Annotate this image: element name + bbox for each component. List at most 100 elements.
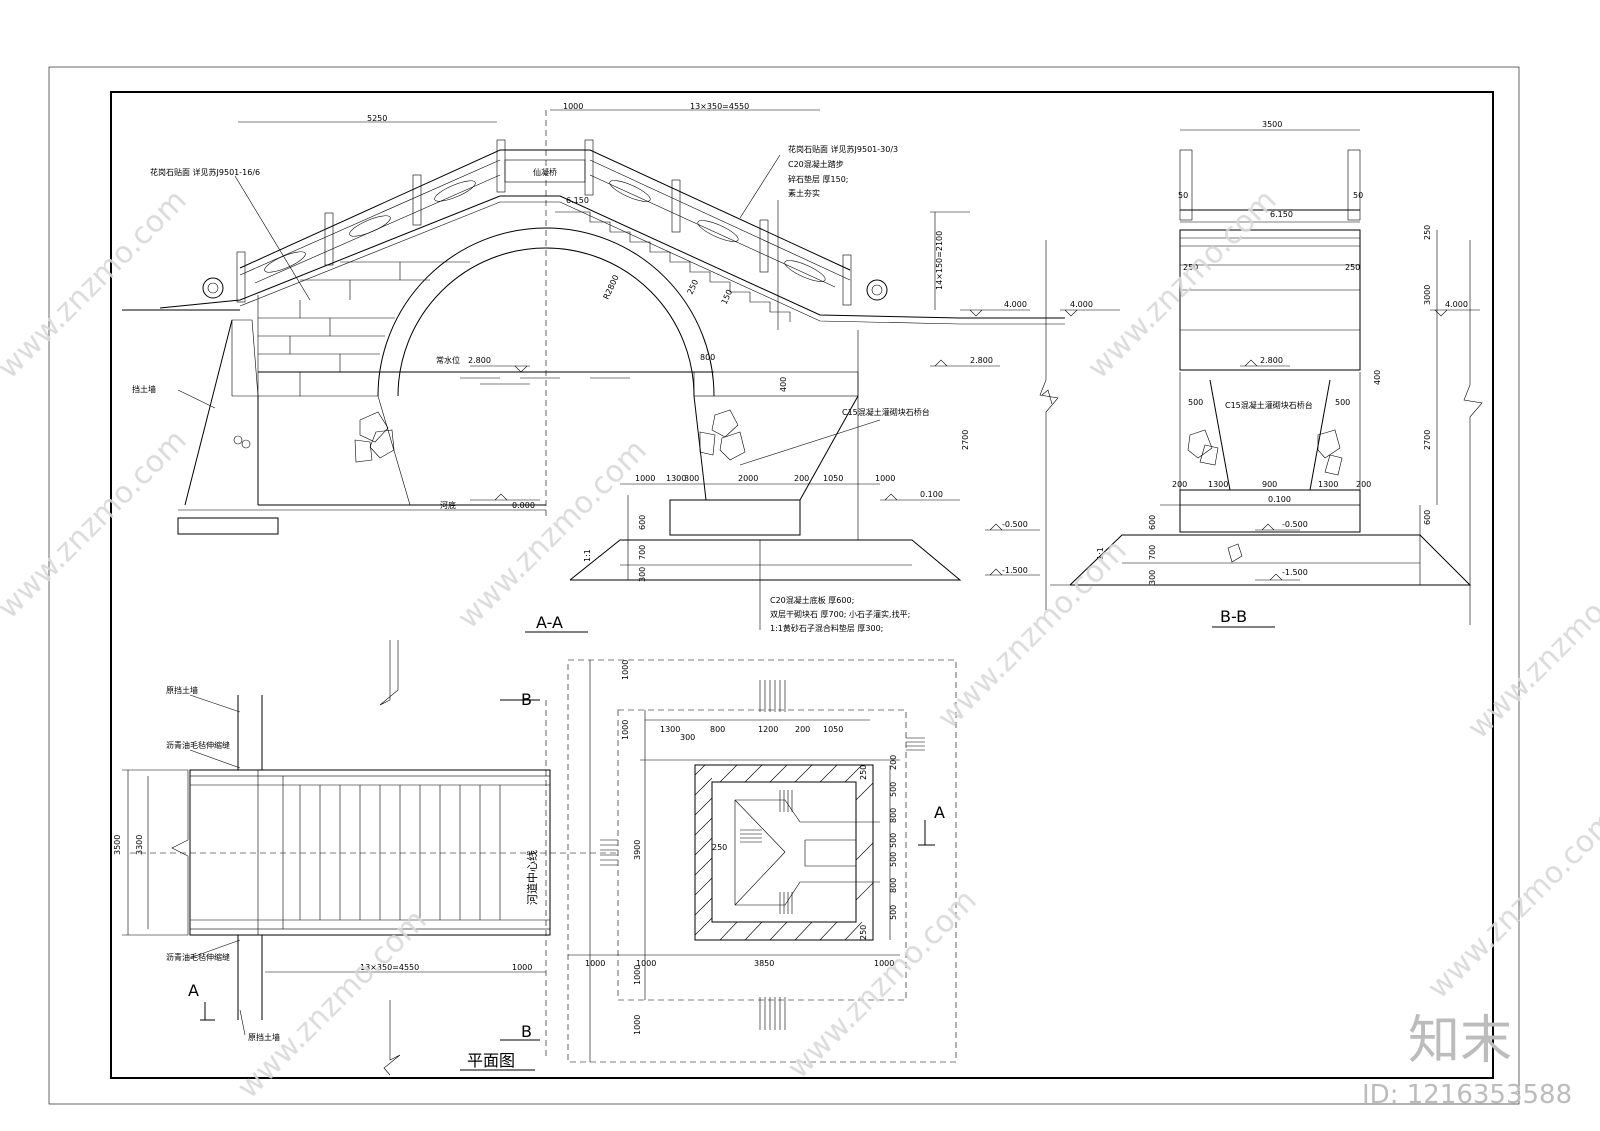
dim-slope: 1:1 <box>583 549 592 562</box>
dim-pr-200: 200 <box>795 725 810 734</box>
dim-bb-v700: 700 <box>1148 545 1157 560</box>
label-retaining-wall: 挡土墙 <box>132 384 156 394</box>
deck-profile <box>159 195 1065 319</box>
dim-bb-v300: 300 <box>1148 570 1157 585</box>
dim-pr-1050: 1050 <box>823 725 843 734</box>
dim-800: 800 <box>700 353 715 362</box>
label-railing-left: 花岗石贴面 详见苏J9501-16/6 <box>150 167 260 177</box>
elev-road: 4.000 <box>1004 300 1027 309</box>
dim-400: 400 <box>779 377 788 392</box>
section-aa-text: 5250 1000 13×350=4550 花岗石贴面 详见苏J9501-16/… <box>132 102 1028 633</box>
dim-bb-3000: 3000 <box>1423 285 1432 305</box>
elev-bb-minus05: -0.500 <box>1282 520 1308 529</box>
section-bb-text: 3500 6.150 50 50 250 250 250 3000 4.000 … <box>1070 120 1468 626</box>
bridge-name: 仙凝桥 <box>533 167 557 177</box>
watermark-site-9: www.znzmo.com <box>1461 543 1600 746</box>
dim-5250: 5250 <box>367 114 387 123</box>
dim-f200: 200 <box>794 474 809 483</box>
dim-bb-1300b: 1300 <box>1318 480 1338 489</box>
watermark-site-1: www.znzmo.com <box>0 183 194 386</box>
dim-plan-3300: 3300 <box>135 835 144 855</box>
dim-bb-v600b: 600 <box>1423 510 1432 525</box>
elev-water: 2.800 <box>468 356 491 365</box>
elev-bb-minus15: -1.500 <box>1282 568 1308 577</box>
elev-minus15: -1.500 <box>1002 566 1028 575</box>
dim-pr-v1000c: 1000 <box>633 965 642 985</box>
dim-pr-800a: 800 <box>889 808 898 823</box>
dim-bb-500b: 500 <box>1335 398 1350 407</box>
elev-minus05: -0.500 <box>1002 520 1028 529</box>
elev-bb-road-l: 4.000 <box>1070 300 1093 309</box>
dim-bb-200b: 200 <box>1356 480 1371 489</box>
label-rubble: 双层干砌块石 厚700; 小石子灌实,找平; <box>770 609 910 619</box>
dim-pr-200r: 200 <box>889 755 898 770</box>
watermark-site-4: www.znzmo.com <box>1081 183 1284 386</box>
dim-bb-1300a: 1300 <box>1208 480 1228 489</box>
dim-f300: 300 <box>684 474 699 483</box>
dim-pr-3900: 3900 <box>633 840 642 860</box>
label-base-slab: C20混凝土底板 厚600; <box>770 595 854 605</box>
dim-pr-v1000d: 1000 <box>633 1015 642 1035</box>
foundation-slab <box>669 499 801 536</box>
dim-bb-250b: 250 <box>1183 263 1198 272</box>
elev-6150: 6.150 <box>566 196 589 205</box>
dim-riser: 14×150=2100 <box>935 231 944 290</box>
dim-pr-v1000a: 1000 <box>621 660 630 680</box>
dim-1000: 1000 <box>563 102 583 111</box>
arch-inner <box>397 247 695 397</box>
steps <box>555 211 791 322</box>
label-wall-bottom: 原挡土墙 <box>248 1032 280 1042</box>
dim-bb-900: 900 <box>1262 480 1277 489</box>
dim-bb-v600a: 600 <box>1148 515 1157 530</box>
dim-bb-400: 400 <box>1373 370 1382 385</box>
marker-b-bottom: B <box>521 1022 532 1041</box>
dim-bb-250c: 250 <box>1345 263 1360 272</box>
dim-pr-b1000a: 1000 <box>585 959 605 968</box>
inner-frame <box>110 91 1494 1079</box>
dim-bb-2700: 2700 <box>1423 430 1432 450</box>
dim-v700: 700 <box>638 545 647 560</box>
dim-radius: R2800 <box>602 274 621 301</box>
watermark-site-7: www.znzmo.com <box>231 903 434 1106</box>
elev-bed: 0.000 <box>512 501 535 510</box>
dim-f1000b: 1000 <box>875 474 895 483</box>
dim-pr-b1000b: 1000 <box>636 959 656 968</box>
dim-250: 250 <box>686 278 701 296</box>
elev-water-right: 2.800 <box>970 356 993 365</box>
marker-b-top: B <box>521 690 532 709</box>
dim-pr-800: 800 <box>710 725 725 734</box>
dim-bb-slope: 1:1 <box>1096 547 1105 560</box>
dim-pr-500c: 500 <box>889 852 898 867</box>
dim-pr-500d: 500 <box>889 905 898 920</box>
dim-plan-1000: 1000 <box>512 963 532 972</box>
section-aa-title: A-A <box>536 613 563 632</box>
label-centerline: 河道中心线 <box>525 850 539 905</box>
label-step-concrete: C20混凝土踏步 <box>788 159 844 169</box>
dim-bb-50b: 50 <box>1353 191 1363 200</box>
dim-pr-500a: 500 <box>889 782 898 797</box>
watermark-site-6: www.znzmo.com <box>781 883 984 1086</box>
dim-plan-steps: 13×350=4550 <box>360 963 419 972</box>
dim-f2000: 2000 <box>738 474 758 483</box>
label-joint-bottom: 沥青油毛毡伸缩缝 <box>166 952 230 962</box>
dim-pr-500b: 500 <box>889 833 898 848</box>
section-bb-title: B-B <box>1220 607 1247 626</box>
dim-plan-3500: 3500 <box>113 835 122 855</box>
dim-steps: 13×350=4550 <box>690 102 749 111</box>
railing-right <box>505 149 851 271</box>
label-river-bed: 河底 <box>440 500 456 510</box>
plan-left-text: 原挡土墙 沥青油毛毡伸缩缝 沥青油毛毡伸缩缝 原挡土墙 3500 3300 13… <box>113 685 539 1070</box>
dim-150: 150 <box>720 288 735 306</box>
dim-pr-800b: 800 <box>889 878 898 893</box>
dim-v300: 300 <box>638 567 647 582</box>
dim-bb-50a: 50 <box>1178 191 1188 200</box>
dim-pr-300: 300 <box>680 733 695 742</box>
marker-a-right: A <box>934 803 945 822</box>
dim-f1050: 1050 <box>823 474 843 483</box>
dim-pr-1200: 1200 <box>758 725 778 734</box>
plan-right <box>567 659 957 1063</box>
elev-bb-top: 6.150 <box>1270 210 1293 219</box>
watermark-site-8: www.znzmo.com <box>1421 803 1600 1006</box>
watermark-site-2: www.znzmo.com <box>0 423 194 626</box>
dim-pr-250: 250 <box>712 843 727 852</box>
